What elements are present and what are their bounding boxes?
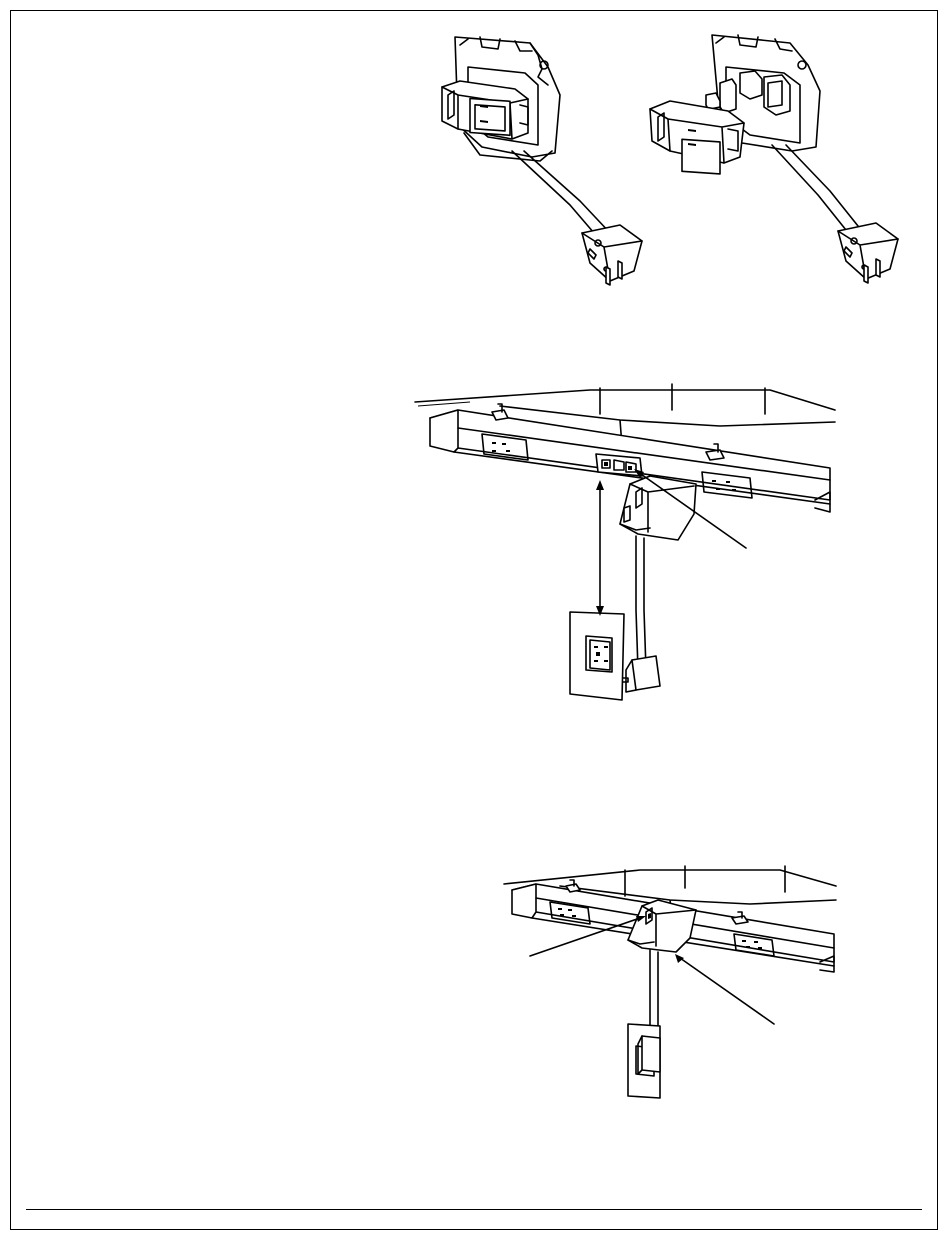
right-module-exploded (650, 35, 898, 283)
figure-3-leaders (520, 900, 780, 1030)
wall-receptacle-plugged (628, 1024, 660, 1098)
figure-1-module-with-cord (420, 25, 920, 300)
wall-receptacle (570, 612, 624, 700)
module-inserting (620, 476, 696, 692)
height-dimension-arrow (596, 480, 604, 616)
footer-rule (26, 1209, 922, 1210)
figure-2-raceway-install (410, 380, 840, 710)
raceway-open-port (596, 454, 642, 476)
left-module-assembled (442, 37, 642, 285)
